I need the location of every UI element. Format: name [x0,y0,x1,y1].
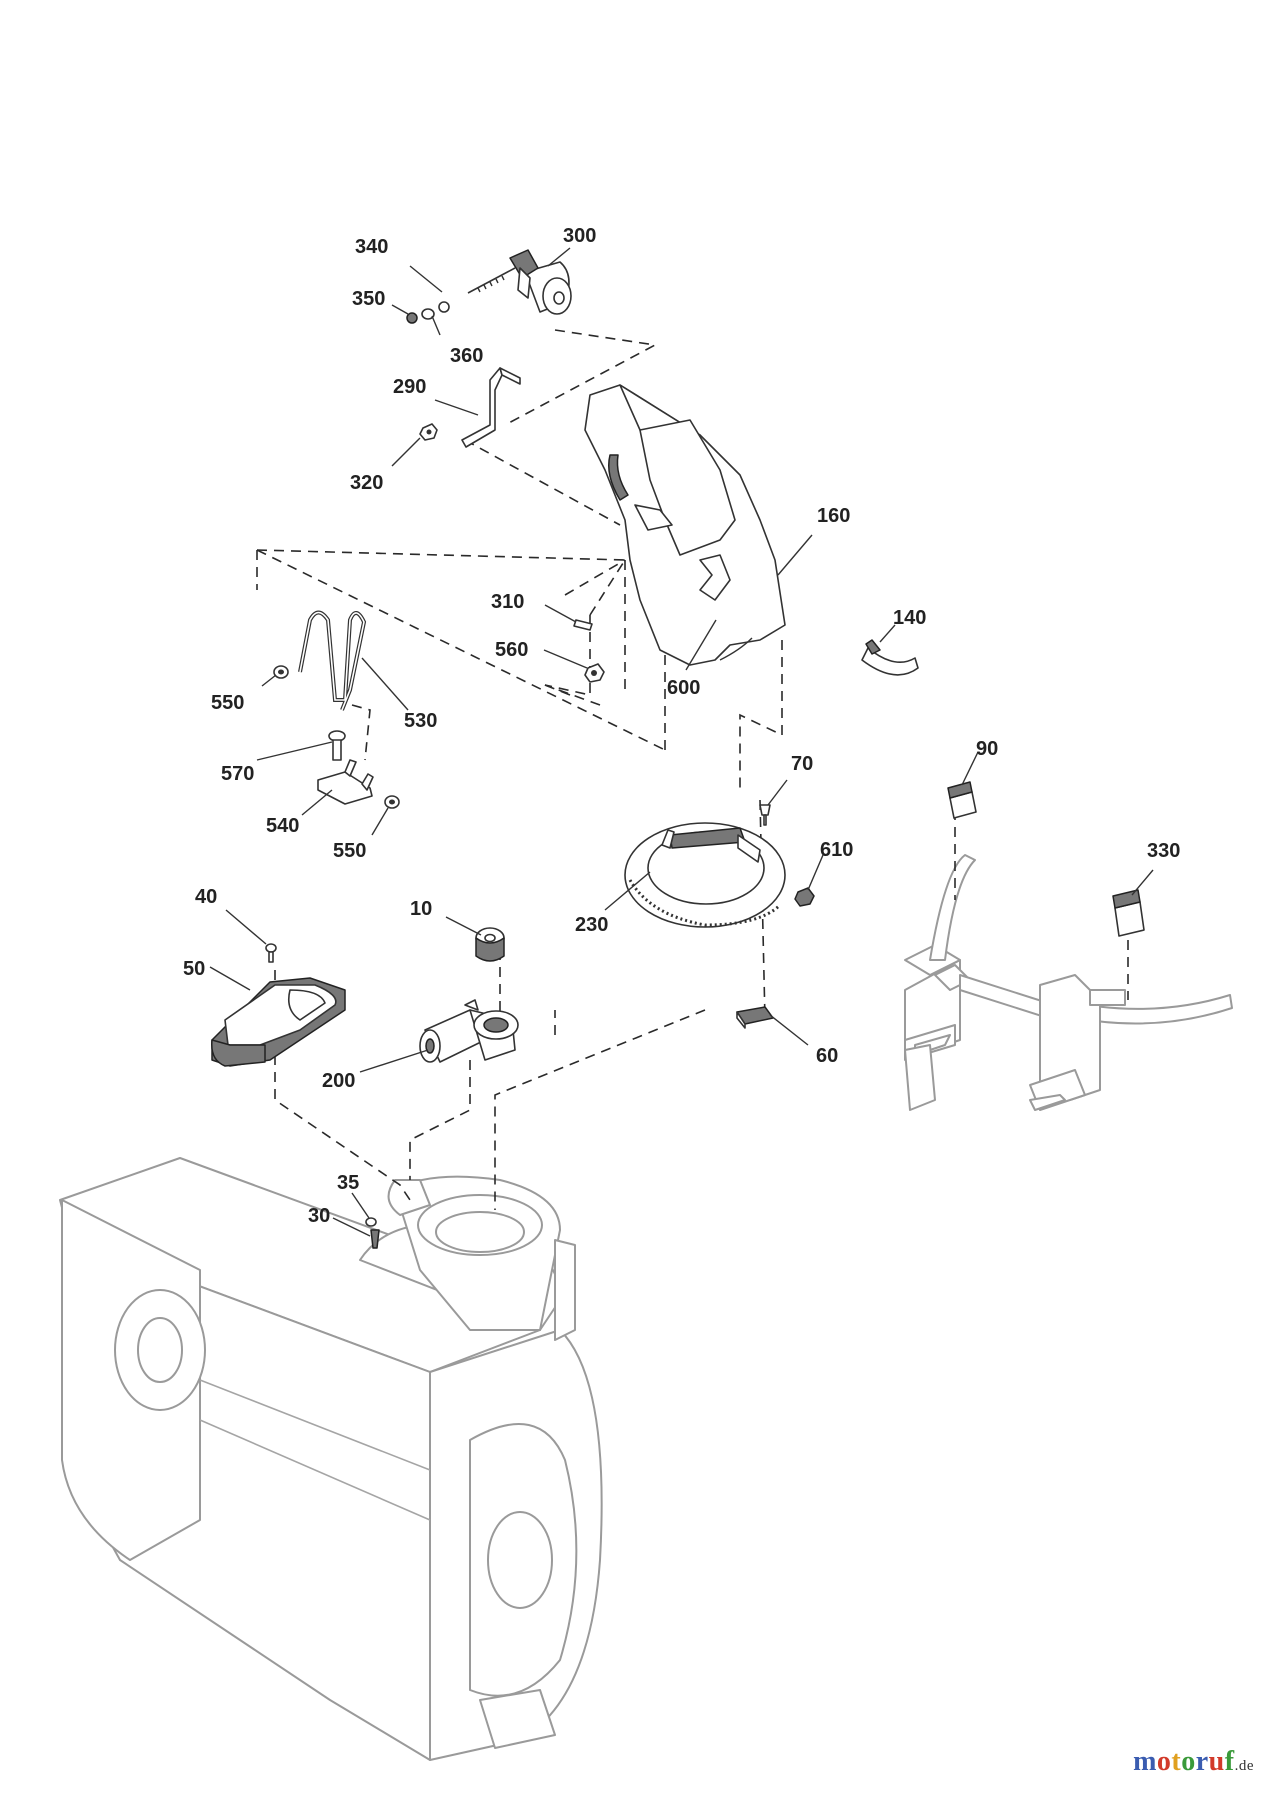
callout-290: 290 [393,376,426,398]
callout-50: 50 [183,958,205,980]
callout-60: 60 [816,1045,838,1067]
callout-35: 35 [337,1172,359,1194]
brand-letter: o [1181,1746,1196,1777]
callout-70: 70 [791,753,813,775]
brand-letter: f [1224,1746,1235,1777]
switch-90 [947,781,977,819]
leader-lines [209,247,1154,1237]
gear-cover-50 [211,977,346,1067]
brand-tld: .de [1234,1758,1254,1774]
brand-letter: o [1156,1746,1172,1777]
callout-330: 330 [1147,840,1180,862]
wire-spring-530 [298,610,367,711]
brand-letter: r [1195,1746,1209,1777]
callout-230: 230 [575,914,608,936]
discharge-chute-160 [584,384,786,666]
callout-200: 200 [322,1070,355,1092]
bracket-290 [461,367,521,448]
handle-frame-ghost [904,854,1233,1111]
callout-360: 360 [450,345,483,367]
callout-140: 140 [893,607,926,629]
washer-35 [365,1217,377,1227]
auger-housing-ghost [59,1157,603,1761]
callout-350: 350 [352,288,385,310]
callout-10: 10 [410,898,432,920]
callout-530: 530 [404,710,437,732]
callout-550-upper: 550 [211,692,244,714]
callout-570: 570 [221,763,254,785]
chute-motor-300 [509,249,572,315]
chute-ring-gear-230 [624,822,786,928]
callout-160: 160 [817,505,850,527]
callout-610: 610 [820,839,853,861]
callout-320: 320 [350,472,383,494]
bolt-40 [265,943,277,963]
brand-letter: m [1133,1746,1157,1777]
callout-310: 310 [491,591,524,613]
switch-330 [1112,889,1145,937]
bracket-540 [317,759,374,805]
callout-540: 540 [266,815,299,837]
bolt-310 [573,619,593,631]
washer-360 [421,301,450,320]
nut-320 [419,423,438,441]
threaded-rod-340 [467,267,516,294]
callout-90: 90 [976,738,998,760]
nut-550-lower [384,795,400,809]
pinion-gear-10 [475,927,505,962]
callout-40: 40 [195,886,217,908]
callout-30: 30 [308,1205,330,1227]
bolt-70 [759,804,771,826]
brand-letter: u [1208,1746,1225,1777]
deflector-clip-140 [861,639,919,676]
callout-labels: 340 300 350 360 290 320 160 310 560 600 … [183,225,1180,1227]
callout-550-lower: 550 [333,840,366,862]
callout-600: 600 [667,677,700,699]
nut-610 [794,887,815,907]
assembly-guide-lines [256,329,1129,1210]
nut-560 [584,663,605,683]
bolt-570 [328,730,346,761]
gearmotor-200 [419,999,519,1063]
brand-logo: motoruf.de [1133,1746,1254,1778]
slider-block-60 [736,1006,774,1029]
callout-300: 300 [563,225,596,247]
callout-340: 340 [355,236,388,258]
callout-560: 560 [495,639,528,661]
brand-letter: t [1171,1746,1182,1777]
nut-550-upper [273,665,289,679]
bolt-30 [370,1229,380,1249]
nut-350 [406,312,418,324]
